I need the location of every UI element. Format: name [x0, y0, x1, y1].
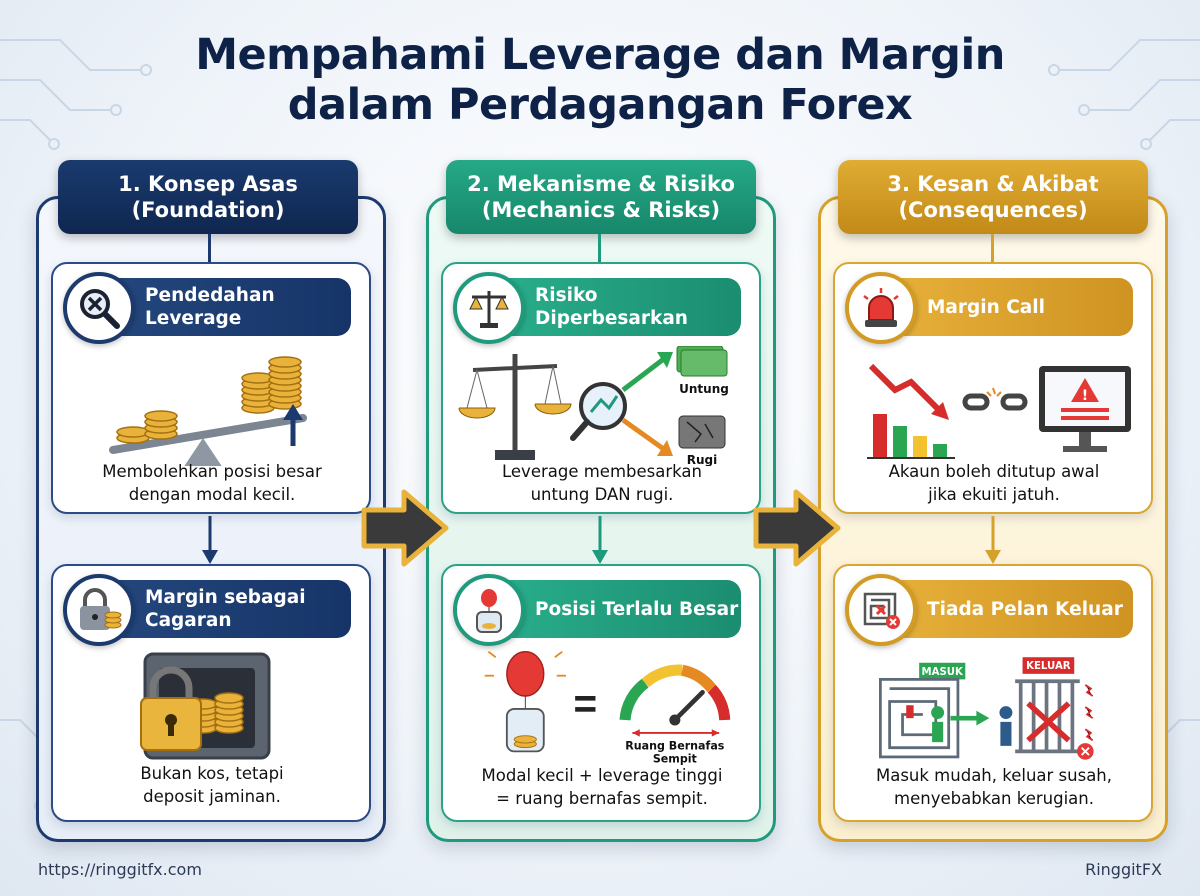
caption-line-2: jika ekuiti jatuh. — [928, 485, 1060, 504]
card-title-line-2: Diperbesarkan — [535, 308, 688, 329]
caption-line-1: Modal kecil + leverage tinggi — [481, 766, 723, 785]
card-caption: Membolehkan posisi besar dengan modal ke… — [59, 460, 365, 506]
balloon-gauge-illustration: Ruang Bernafas Sempit — [484, 650, 731, 765]
card-title-line-1: Risiko — [535, 285, 598, 306]
caption-line-2: menyebabkan kerugian. — [894, 789, 1094, 808]
risk-scale-illustration: Untung Rugi — [458, 346, 729, 466]
column-header-mechanics: 2. Mekanisme & Risiko (Mechanics & Risks… — [446, 160, 756, 234]
card-title-line-1: Margin Call — [927, 296, 1045, 318]
scale-icon — [453, 272, 525, 344]
card-margin-call: Margin Call ! Akaun boleh ditutup awal j… — [833, 262, 1153, 514]
gauge-label-line-2: Sempit — [653, 752, 698, 765]
caption-line-1: Membolehkan posisi besar — [102, 462, 322, 481]
svg-text:!: ! — [1082, 388, 1088, 404]
card-oversized-position: Posisi Terlalu Besar Ruang Bernafas Semp… — [441, 564, 761, 822]
header-line-1: 1. Konsep Asas — [118, 172, 298, 196]
card-title-line-1: Margin sebagai — [145, 587, 306, 608]
profit-label: Untung — [679, 382, 729, 396]
safe-padlock-illustration — [140, 652, 271, 760]
card-title-line-1: Posisi Terlalu Besar — [535, 598, 739, 620]
header-line-1: 3. Kesan & Akibat — [887, 172, 1099, 196]
sign-enter: MASUK — [922, 667, 964, 678]
flow-arrow-icon — [753, 489, 841, 567]
card-caption: Modal kecil + leverage tinggi = ruang be… — [449, 764, 755, 810]
column-header-foundation: 1. Konsep Asas (Foundation) — [58, 160, 358, 234]
card-no-exit-plan: Tiada Pelan Keluar MASUK KELUAR Masuk mu… — [833, 564, 1153, 822]
card-caption: Leverage membesarkan untung DAN rugi. — [449, 460, 755, 506]
maze-icon — [845, 574, 917, 646]
page-title: Mempahami Leverage dan Margin dalam Perd… — [0, 30, 1200, 130]
down-arrow-icon — [202, 516, 218, 564]
footer-brand: RinggitFX — [1085, 860, 1162, 879]
caption-line-2: untung DAN rugi. — [530, 485, 674, 504]
title-line-1: Mempahami Leverage dan Margin — [195, 30, 1005, 80]
title-line-2: dalam Perdagangan Forex — [287, 80, 913, 130]
caption-line-1: Akaun boleh ditutup awal — [888, 462, 1100, 481]
header-line-1: 2. Mekanisme & Risiko — [467, 172, 735, 196]
balloon-jar-icon — [453, 574, 525, 646]
maze-exit-illustration: MASUK KELUAR — [879, 657, 1094, 760]
header-line-2: (Consequences) — [898, 198, 1088, 222]
connector-line — [991, 234, 994, 264]
caption-line-2: deposit jaminan. — [143, 787, 281, 806]
caption-line-2: = ruang bernafas sempit. — [496, 789, 708, 808]
card-title-line-1: Pendedahan — [145, 285, 275, 306]
caption-line-1: Leverage membesarkan — [502, 462, 702, 481]
caption-line-2: dengan modal kecil. — [128, 485, 296, 504]
footer-url[interactable]: https://ringgitfx.com — [38, 860, 202, 879]
column-header-consequences: 3. Kesan & Akibat (Consequences) — [838, 160, 1148, 234]
card-caption: Akaun boleh ditutup awal jika ekuiti jat… — [841, 460, 1147, 506]
caption-line-1: Masuk mudah, keluar susah, — [875, 766, 1113, 785]
header-line-2: (Foundation) — [131, 198, 285, 222]
card-title: Posisi Terlalu Besar — [483, 580, 741, 638]
siren-icon — [845, 272, 917, 344]
sign-exit: KELUAR — [1026, 661, 1071, 672]
card-title: Margin Call — [875, 278, 1133, 336]
card-title: Tiada Pelan Keluar — [875, 580, 1133, 638]
seesaw-coins-illustration — [109, 356, 307, 466]
down-arrow-icon — [592, 516, 608, 564]
gauge-label-line-1: Ruang Bernafas — [625, 740, 725, 753]
card-caption: Masuk mudah, keluar susah, menyebabkan k… — [841, 764, 1147, 810]
card-title-line-2: Cagaran — [145, 610, 232, 631]
card-title-line-2: Leverage — [145, 308, 242, 329]
header-line-2: (Mechanics & Risks) — [481, 198, 721, 222]
connector-line — [208, 234, 211, 264]
caption-line-1: Bukan kos, tetapi — [140, 764, 284, 783]
connector-line — [598, 234, 601, 264]
padlock-coins-icon — [63, 574, 135, 646]
margin-call-illustration: ! — [867, 363, 1131, 459]
magnifier-x-icon — [63, 272, 135, 344]
loss-label: Rugi — [687, 453, 718, 466]
down-arrow-icon — [985, 516, 1001, 564]
flow-arrow-icon — [361, 489, 449, 567]
card-title-line-1: Tiada Pelan Keluar — [927, 598, 1123, 620]
card-caption: Bukan kos, tetapi deposit jaminan. — [59, 762, 365, 808]
